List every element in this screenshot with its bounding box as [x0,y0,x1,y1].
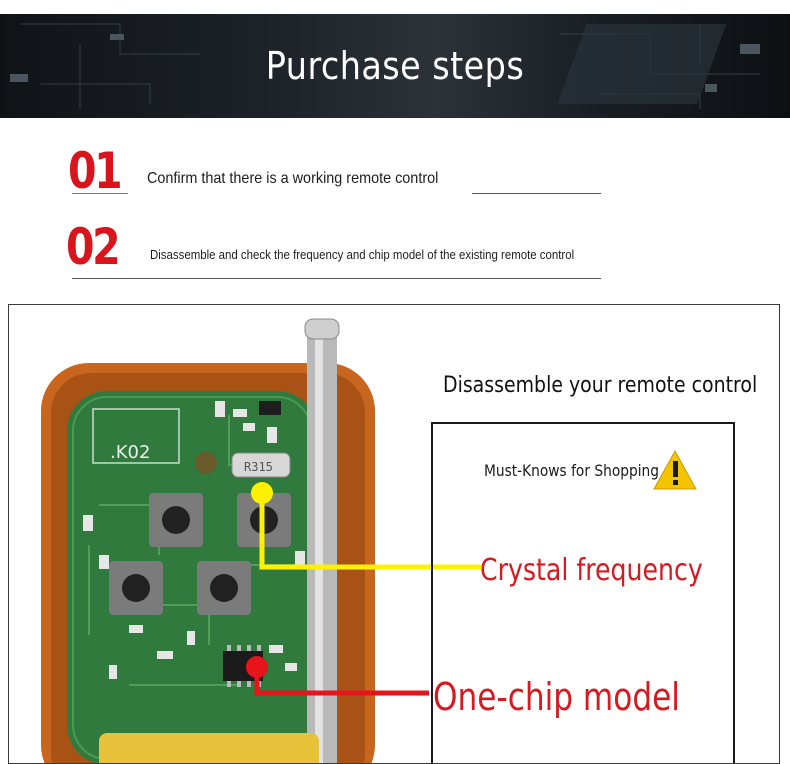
step-2-underline [72,278,601,279]
chip-pointer [246,656,429,696]
crystal-frequency-callout: Crystal frequency [480,553,703,588]
pcb-board [67,391,317,763]
warning-icon [653,449,697,490]
board-label: .K02 [110,442,150,463]
circuit-background [10,23,760,109]
crystal-pointer [251,482,481,570]
battery [99,733,319,763]
step-text-1: Confirm that there is a working remote c… [147,170,439,187]
step-1-underline-left [72,193,128,194]
box-heading: Must-Knows for Shopping [484,461,659,480]
header-banner: Purchase steps [0,14,790,118]
step-number-1: 01 [68,142,123,200]
disassemble-section: .K02 R315 [8,304,780,764]
section-title: Disassemble your remote control [443,373,758,398]
crystal-marking: R315 [244,460,273,474]
crystal-component [231,452,291,478]
step-text-2: Disassemble and check the frequency and … [150,247,575,262]
info-box [431,422,735,763]
chip-model-callout: One-chip model [433,675,680,719]
banner-title: Purchase steps [265,44,525,88]
remote-photo: .K02 R315 [41,318,481,763]
push-buttons [109,493,291,615]
step-1-underline-right [472,193,601,194]
step-number-2: 02 [66,218,121,276]
